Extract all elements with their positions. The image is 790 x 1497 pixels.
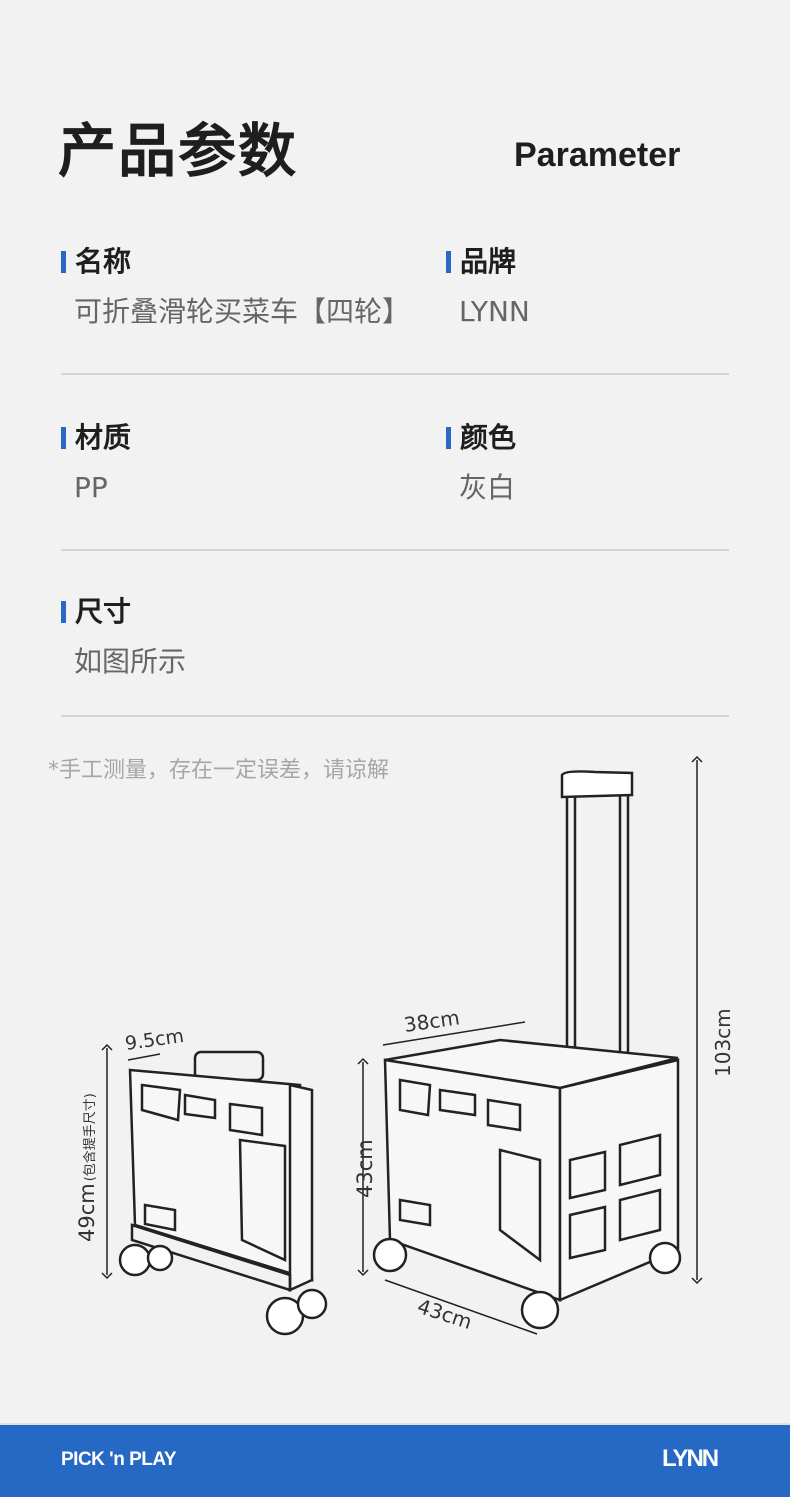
folded-cart-illustration	[101, 1043, 328, 1336]
open-box-height-label: 43cm	[353, 1139, 377, 1198]
param-size: 尺寸 如图所示	[61, 594, 186, 680]
open-width-label: 38cm	[402, 1005, 461, 1037]
pick-n-play-logo: PICK 'n PLAY	[61, 1449, 177, 1470]
measurement-note: *手工测量，存在一定误差，请谅解	[48, 758, 390, 783]
folded-height-label: 49cm (包含提手尺寸)	[75, 1093, 99, 1242]
page-title: 产品参数	[58, 117, 299, 185]
param-value: 可折叠滑轮买菜车【四轮】	[74, 295, 411, 328]
open-length-label: 43cm	[414, 1294, 475, 1334]
folded-height-note: (包含提手尺寸)	[82, 1093, 98, 1181]
cart-diagram: 9.5cm 49cm (包含提手尺寸) 38cm 43cm 43cm 103cm	[75, 755, 735, 1336]
total-height-label: 103cm	[711, 1008, 735, 1077]
param-color: 颜色 灰白	[446, 420, 516, 506]
param-label: 材质	[61, 420, 131, 456]
folded-height-value: 49cm	[75, 1183, 99, 1242]
param-value: 如图所示	[74, 645, 187, 678]
divider	[61, 549, 729, 551]
folded-depth-label: 9.5cm	[124, 1025, 186, 1055]
divider	[61, 715, 729, 717]
param-label: 尺寸	[61, 594, 186, 630]
param-label: 品牌	[446, 244, 530, 280]
divider	[61, 373, 729, 375]
param-value: 灰白	[459, 471, 516, 504]
open-cart-illustration	[357, 755, 703, 1335]
param-value: PP	[74, 471, 108, 504]
param-value: LYNN	[459, 295, 530, 328]
page-subtitle: Parameter	[514, 136, 681, 174]
param-name: 名称 可折叠滑轮买菜车【四轮】	[61, 244, 410, 330]
param-brand: 品牌 LYNN	[446, 244, 530, 330]
param-label: 颜色	[446, 420, 516, 456]
footer-bar: PICK 'n PLAY LYNN	[0, 1423, 790, 1497]
param-material: 材质 PP	[61, 420, 131, 506]
lynn-logo: LYNN	[662, 1445, 719, 1472]
param-label: 名称	[61, 244, 410, 280]
